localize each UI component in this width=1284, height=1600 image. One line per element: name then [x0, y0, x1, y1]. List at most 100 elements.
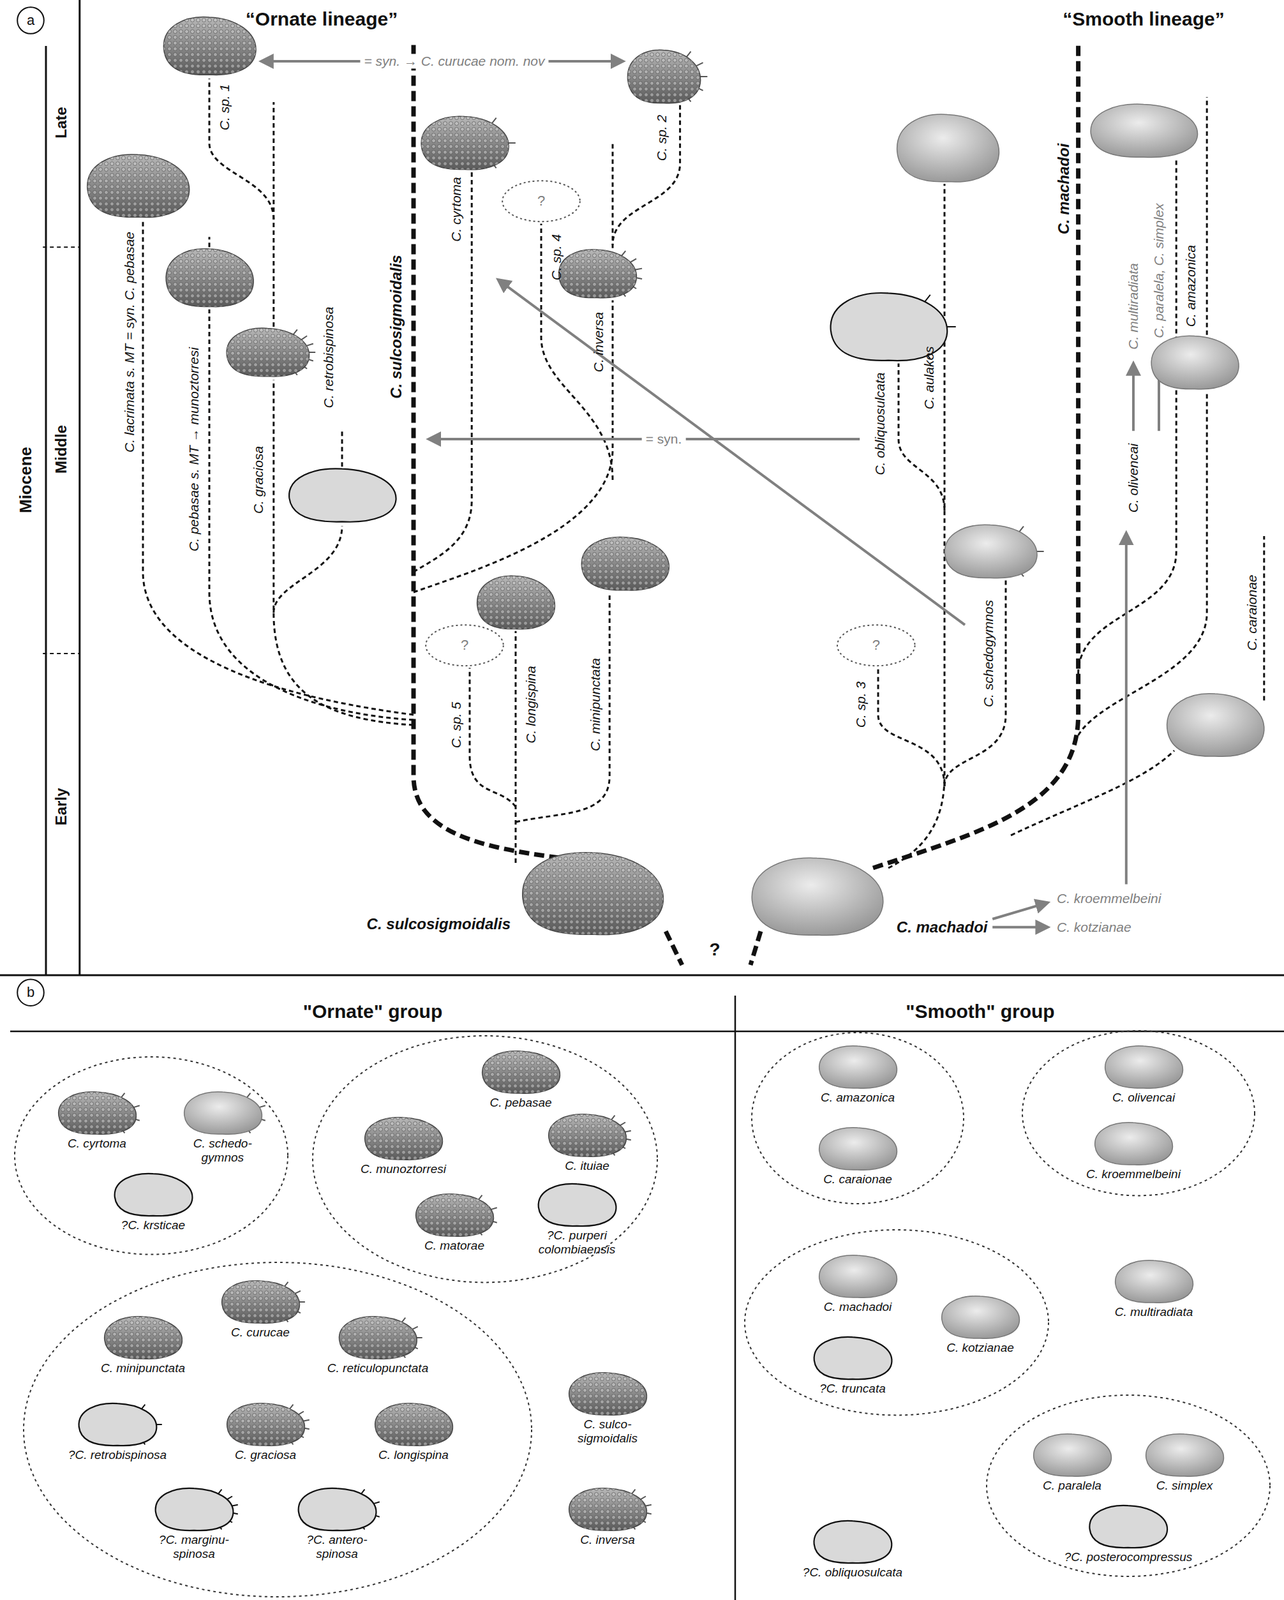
synonym-arrow: [992, 902, 1048, 919]
branch-label: C. minipunctata: [587, 657, 603, 752]
ostracod-valve: [354, 1114, 452, 1163]
branch-label: C. obliquosulcata: [873, 372, 888, 475]
branch-label: C. sp. 2: [654, 114, 669, 161]
ostracod-valve: [559, 1485, 657, 1533]
branch-label: C. sp. 5: [449, 701, 464, 748]
ostracod-valve: [1167, 693, 1265, 757]
species-figure: ?C. truncata: [804, 1334, 902, 1396]
unknown-mark: ?: [460, 637, 469, 653]
branch-label: C. longispina: [523, 665, 538, 743]
panel-letter: b: [26, 984, 35, 1001]
branch-label: C. amazonica: [1183, 245, 1198, 327]
branch-line: [612, 105, 681, 246]
species-name: C. paralela: [1042, 1478, 1102, 1493]
ostracod-valve: [1089, 1505, 1168, 1548]
ostracod-valve: [365, 1400, 463, 1449]
synonym-note: C. paralela, C. simplex: [1151, 202, 1166, 338]
group-ellipse: C. amazonica C. caraionae: [750, 1031, 965, 1205]
ostracod-valve: [289, 468, 396, 522]
frame-line: [10, 1030, 1284, 1033]
branch-line: [515, 631, 517, 863]
branch-label: C. lacrimata s. MT = syn. C. pebasae: [122, 231, 138, 453]
ostracod-valve: [1105, 1257, 1203, 1306]
species-name: C. munoztorresi: [360, 1162, 447, 1177]
species-figure: C. munoztorresi: [354, 1114, 452, 1177]
group-heading: "Ornate" group: [303, 1000, 443, 1022]
species-figure: C. matorae: [405, 1191, 503, 1253]
ostracod-valve: [819, 1255, 898, 1298]
lineage-heading: “Smooth lineage”: [1062, 7, 1225, 29]
ostracod-valve: [627, 49, 708, 103]
ostracod-valve: [1033, 1433, 1112, 1477]
ostracod-valve: [522, 852, 664, 935]
branch-label: C. aulakos: [921, 345, 937, 410]
frame-line: [78, 0, 81, 976]
epoch-part: Early: [52, 788, 70, 826]
branch-line: [944, 580, 1006, 787]
species-figure: C. cyrtoma: [48, 1089, 146, 1151]
unknown-bubble: [425, 624, 504, 666]
ostracod-valve: [477, 575, 556, 629]
branch-label: C. graciosa: [250, 446, 266, 514]
ostracod-valve: [416, 1194, 498, 1237]
species-figure: C. schedo- gymnos: [174, 1089, 272, 1165]
main-lineage-line: [750, 931, 761, 965]
branch-line: [413, 171, 472, 572]
species-figure: C. ituiae: [538, 1111, 636, 1173]
ostracod-valve: [538, 1183, 617, 1226]
ostracod-valve: [1151, 335, 1239, 389]
species-figure: C. amazonica: [809, 1043, 907, 1105]
species-figure: C. minipunctata: [94, 1313, 192, 1376]
ostracod-valve: [405, 1191, 503, 1239]
ostracod-valve: [1146, 1433, 1225, 1477]
synonym-note: C. kroemmelbeini: [1056, 890, 1161, 906]
frame-line: [42, 652, 80, 655]
ostracod-valve: [528, 1181, 626, 1229]
lineage-heading: “Ornate lineage”: [245, 7, 398, 29]
panel-circle: [17, 7, 45, 34]
unknown-mark: ?: [872, 637, 881, 653]
branch-line: [1078, 391, 1208, 736]
ostracod-valve: [1084, 1119, 1182, 1168]
species-name: ?C. marginu- spinosa: [146, 1532, 242, 1561]
synonym-note: = syn. → C. curucae nom. nov: [359, 53, 549, 69]
species-name: C. amazonica: [820, 1090, 895, 1105]
ostracod-valve: [216, 1400, 314, 1449]
species-name: C. caraionae: [823, 1172, 893, 1187]
unknown-bubble: [837, 624, 916, 666]
ostracod-valve: [559, 249, 642, 299]
species-figure: C. graciosa: [216, 1400, 314, 1463]
species-name: C. minipunctata: [100, 1361, 186, 1376]
species-name: C. schedo- gymnos: [181, 1136, 265, 1165]
ostracod-valve: [68, 1400, 166, 1449]
species-name: ?C. posterocompressus: [1064, 1550, 1193, 1565]
ostracod-valve: [804, 1518, 902, 1566]
ostracod-valve: [339, 1316, 423, 1359]
ostracod-valve: [1115, 1260, 1194, 1303]
species-name: ?C. purperi colombiaensis: [522, 1228, 632, 1257]
species-figure: C. curucae: [211, 1278, 309, 1340]
branch-line: [1010, 750, 1175, 836]
branch-label: C. sp. 4: [548, 234, 564, 281]
ostracod-valve: [1079, 1502, 1177, 1551]
synonym-arrow: [992, 925, 1048, 929]
frame-line: [42, 246, 80, 248]
branch-line: [209, 309, 414, 720]
branch-line: [878, 667, 945, 787]
synonym-note: C. multiradiata: [1125, 262, 1141, 350]
species-figure: ?C. antero- spinosa: [288, 1485, 386, 1561]
synonym-arrow: [1132, 363, 1135, 432]
species-figure: C. paralela: [1023, 1431, 1121, 1493]
ancestor-label: C. sulcosigmoidalis: [366, 915, 511, 933]
epoch-name: Miocene: [16, 446, 36, 514]
ostracod-valve: [365, 1117, 443, 1160]
ostracod-valve: [104, 1171, 202, 1219]
species-name: ?C. retrobispinosa: [68, 1448, 167, 1463]
species-figure: C. multiradiata: [1105, 1257, 1203, 1320]
synonym-arrow: [1125, 532, 1128, 884]
species-figure: C. simplex: [1135, 1431, 1233, 1493]
ostracod-valve: [87, 154, 190, 218]
branch-label: C. sp. 1: [216, 84, 232, 131]
branch-label: C. machadoi: [1055, 143, 1073, 235]
